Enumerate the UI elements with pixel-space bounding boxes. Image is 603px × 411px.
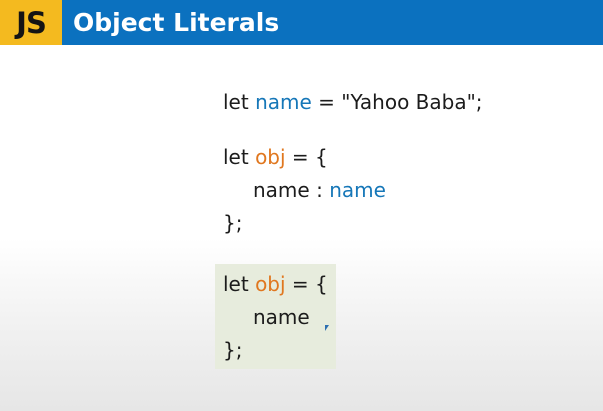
variable-obj: obj: [255, 145, 286, 169]
slide-title: Object Literals: [73, 8, 280, 37]
code-block-declaration: let name = "Yahoo Baba";: [223, 86, 483, 119]
object-close: };: [223, 338, 243, 362]
assignment-value: = "Yahoo Baba";: [318, 90, 483, 114]
object-open: = {: [291, 272, 328, 296]
mouse-cursor-icon: [325, 325, 329, 331]
js-logo-badge: JS: [0, 0, 62, 45]
code-block-shorthand: let obj = { name };: [223, 268, 328, 367]
property-key: name :: [253, 178, 323, 202]
property-shorthand: name: [253, 305, 310, 329]
object-open: = {: [291, 145, 328, 169]
highlight-box: [215, 264, 336, 369]
keyword-let: let: [223, 90, 249, 114]
keyword-let: let: [223, 145, 249, 169]
variable-name: name: [255, 90, 312, 114]
slide-header: JS Object Literals: [0, 0, 603, 45]
keyword-let: let: [223, 272, 249, 296]
object-close: };: [223, 211, 243, 235]
property-value: name: [329, 178, 386, 202]
code-block-object-literal: let obj = { name : name };: [223, 141, 386, 240]
variable-obj: obj: [255, 272, 286, 296]
